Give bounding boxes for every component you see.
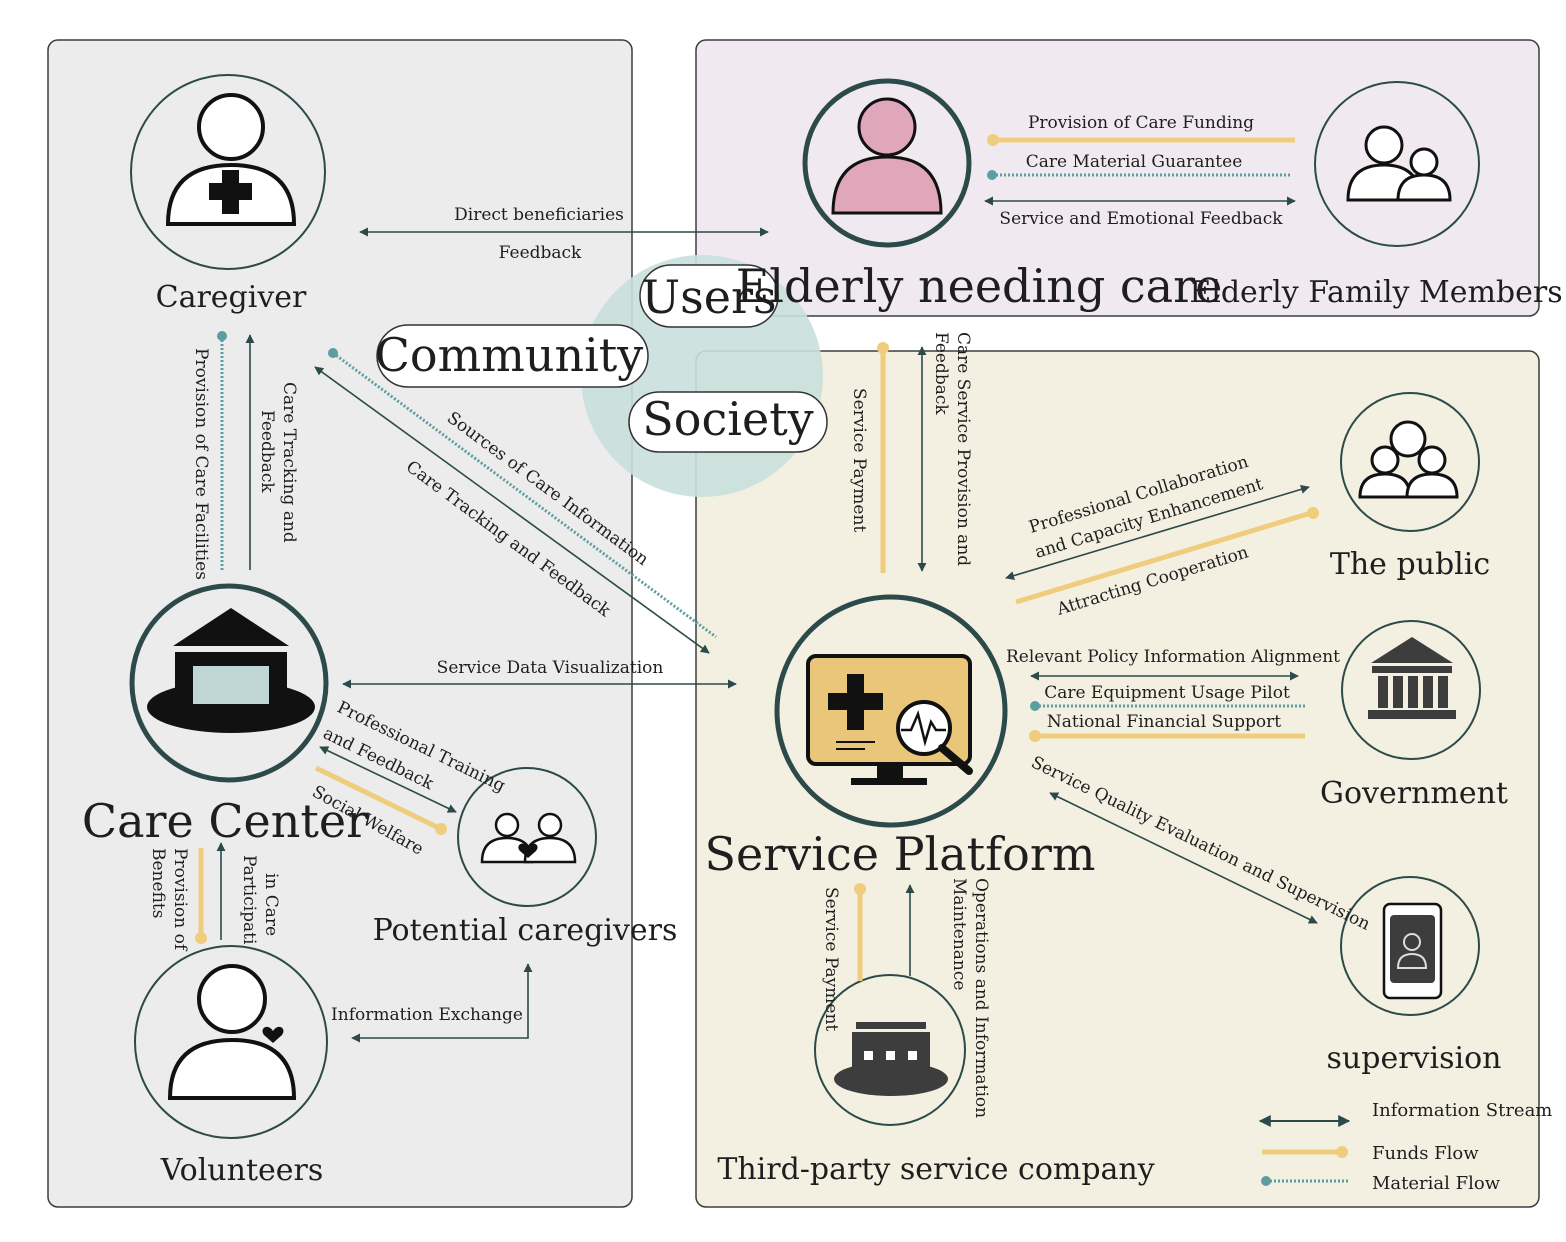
society-label: Society	[642, 392, 813, 446]
policy-alignment-label: Relevant Policy Information Alignment	[1006, 647, 1340, 667]
service-platform-label: Service Platform	[705, 827, 1096, 881]
family-icon	[1346, 125, 1452, 202]
service-payment-label: Service Payment	[849, 388, 869, 532]
financial-support-dot	[1029, 730, 1041, 742]
feedback-label: Feedback	[499, 243, 582, 263]
users-label: Users	[641, 270, 776, 324]
legend-material-dot	[1261, 1176, 1271, 1186]
volunteer-icon	[167, 964, 297, 1100]
direct-beneficiaries-label: Direct beneficiaries	[454, 205, 624, 225]
operations-label-1: Operations and Information	[971, 878, 991, 1118]
government-label: Government	[1320, 776, 1508, 811]
legend-funds-dot	[1336, 1146, 1348, 1158]
care-facilities-label: Provision of Care Facilities	[191, 348, 211, 580]
emotional-feedback-label: Service and Emotional Feedback	[999, 209, 1283, 229]
public-label: The public	[1330, 547, 1490, 582]
society-pill: Society	[628, 391, 828, 453]
caregiver-tracking-label-1: Care Tracking and	[279, 382, 299, 543]
phone-user-icon	[1382, 902, 1443, 1000]
community-pill: Community	[375, 324, 649, 388]
elderly-label: Elderly needing care	[736, 259, 1223, 313]
professional-training-arrow	[319, 746, 457, 813]
legend-information-stream: Information Stream	[1372, 1100, 1552, 1121]
social-welfare-line	[314, 765, 443, 832]
public-node: The public	[1330, 392, 1490, 582]
monitor-icon	[806, 654, 973, 785]
care-service-provision-label-1: Care Service Provision and	[953, 332, 973, 566]
equipment-pilot-dot	[1030, 701, 1040, 711]
service-platform-node: Service Platform	[705, 594, 1096, 881]
participation-label-1: Participati	[239, 855, 259, 945]
elderly-node: Elderly needing care	[736, 78, 1223, 313]
care-funding-dot	[987, 134, 999, 146]
group-icon	[1358, 420, 1459, 499]
operations-label-2: Maintenance	[949, 878, 969, 990]
social-welfare-dot	[435, 823, 447, 835]
care-center-icon	[147, 608, 315, 733]
care-funding-label: Provision of Care Funding	[1028, 113, 1254, 133]
supervision-label: supervision	[1327, 1041, 1502, 1076]
potential-caregivers-node: Potential caregivers	[373, 767, 678, 948]
users-pill: Users	[639, 264, 779, 328]
care-facilities-dot	[217, 331, 227, 341]
elderly-person-icon	[831, 97, 943, 215]
caregiver-label: Caregiver	[156, 280, 307, 315]
benefits-label-2: Benefits	[148, 848, 168, 918]
family-node: Elderly Family Members	[1189, 81, 1563, 310]
potential-caregivers-label: Potential caregivers	[373, 913, 678, 948]
information-exchange-arrow	[351, 963, 533, 1043]
service-payment-dot	[877, 342, 889, 354]
caregiver-icon	[165, 93, 297, 226]
family-label: Elderly Family Members	[1189, 275, 1562, 310]
attracting-cooperation-line	[1015, 510, 1312, 605]
benefits-label-1: Provision of	[170, 848, 190, 952]
care-information-dot	[328, 348, 338, 358]
attracting-cooperation-dot	[1307, 507, 1319, 519]
equipment-pilot-label: Care Equipment Usage Pilot	[1044, 683, 1290, 703]
material-guarantee-label: Care Material Guarantee	[1026, 152, 1243, 172]
heart-icon	[262, 1026, 284, 1043]
government-building-icon	[1368, 637, 1456, 719]
care-center-node: Care Center	[82, 583, 368, 848]
collaboration-arrow	[1005, 485, 1310, 580]
legend-material-flow: Material Flow	[1372, 1173, 1501, 1194]
participation-label-2: in Care	[261, 873, 281, 936]
third-party-node: Third-party service company	[717, 974, 1155, 1187]
third-party-label: Third-party service company	[717, 1152, 1154, 1187]
legend: Information Stream Funds Flow Material F…	[1258, 1100, 1552, 1194]
service-quality-arrow	[1049, 792, 1318, 924]
people-heart-icon	[480, 812, 577, 864]
volunteers-label: Volunteers	[160, 1153, 324, 1188]
diagonal-tracking-arrow	[314, 366, 710, 654]
company-building-icon	[834, 1022, 948, 1096]
information-exchange-label: Information Exchange	[331, 1005, 523, 1025]
community-label: Community	[375, 328, 644, 382]
service-data-label: Service Data Visualization	[437, 658, 664, 678]
material-guarantee-dot	[987, 170, 997, 180]
volunteers-node: Volunteers	[134, 945, 328, 1188]
government-node: Government	[1320, 620, 1508, 811]
financial-support-label: National Financial Support	[1047, 712, 1281, 732]
third-party-payment-dot	[854, 883, 866, 895]
caregiver-node: Caregiver	[130, 74, 326, 315]
third-party-payment-label: Service Payment	[821, 887, 841, 1031]
care-service-provision-label-2: Feedback	[931, 332, 951, 415]
benefits-dot	[195, 932, 207, 944]
supervision-node: supervision	[1327, 876, 1502, 1076]
legend-funds-flow: Funds Flow	[1372, 1143, 1479, 1164]
caregiver-tracking-label-2: Feedback	[257, 410, 277, 493]
